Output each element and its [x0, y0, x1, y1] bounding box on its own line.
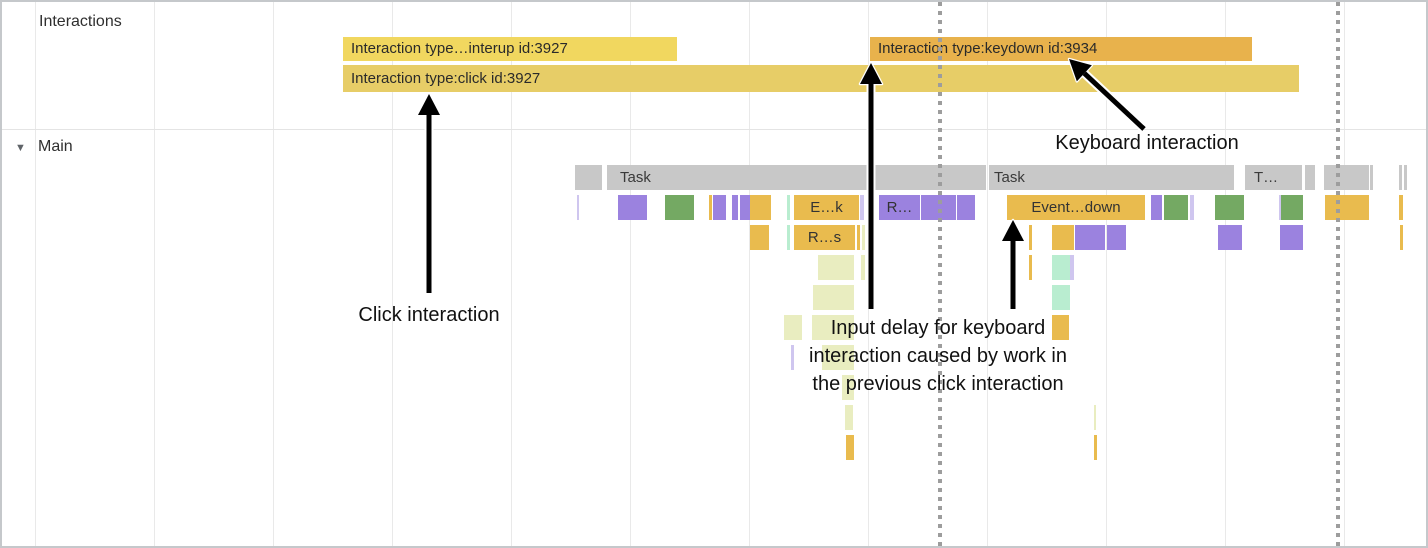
note-input-delay: Input delay for keyboard interaction caus… [809, 314, 1067, 398]
flame-bar[interactable] [1279, 195, 1281, 220]
timeline-gridline [1225, 2, 1226, 546]
flame-bar[interactable] [1215, 195, 1244, 220]
timeline-gridline [630, 2, 631, 546]
flame-bar[interactable] [665, 195, 694, 220]
flame-bar[interactable] [846, 435, 854, 460]
flame-bar[interactable] [1190, 195, 1194, 220]
flame-bar[interactable] [822, 345, 854, 370]
track-separator [2, 129, 1426, 130]
interaction-bar-keydown[interactable]: Interaction type:keydown id:3934 [870, 37, 1252, 61]
note-line: Click interaction [358, 304, 500, 326]
timeline-gridline [749, 2, 750, 546]
timeline-gridline [1344, 2, 1345, 546]
flame-bar[interactable] [1029, 225, 1032, 250]
flame-bar[interactable] [845, 405, 853, 430]
note-click-interaction: Click interaction [358, 301, 499, 329]
flame-bar[interactable] [861, 255, 865, 280]
flame-bar[interactable] [1075, 225, 1105, 250]
task-bar[interactable] [1305, 165, 1315, 190]
flame-bar[interactable]: R…s [794, 225, 855, 250]
flame-bar[interactable] [713, 195, 726, 220]
task-bar[interactable]: Task [607, 165, 986, 190]
flame-bar[interactable]: E…k [794, 195, 859, 220]
main-track-label[interactable]: Main [38, 138, 73, 155]
flame-bar[interactable] [818, 255, 854, 280]
flame-bar[interactable] [577, 195, 579, 220]
timeline-marker-dotted-line [938, 2, 942, 546]
arrow-input-delay-event [1000, 218, 1026, 309]
flame-bar[interactable] [784, 315, 802, 340]
flame-bar[interactable] [1218, 225, 1242, 250]
flame-bar[interactable] [1151, 195, 1162, 220]
timeline-gridline [273, 2, 274, 546]
flame-bar[interactable] [1107, 225, 1126, 250]
flame-bar[interactable] [1281, 195, 1303, 220]
flame-bar[interactable] [1164, 195, 1188, 220]
timeline-marker-dotted-line [1336, 2, 1340, 546]
flame-bar[interactable] [957, 195, 975, 220]
task-bar[interactable] [1324, 165, 1369, 190]
flame-bar[interactable] [1052, 315, 1069, 340]
note-line: Input delay for keyboard [830, 317, 1046, 339]
timeline-gridline [392, 2, 393, 546]
flame-bar[interactable] [1052, 285, 1070, 310]
flame-bar[interactable] [813, 285, 854, 310]
task-bar[interactable]: T… [1245, 165, 1302, 190]
flame-bar[interactable] [1325, 195, 1369, 220]
collapse-triangle-icon[interactable]: ▼ [15, 142, 26, 154]
note-line: Keyboard interaction [1055, 132, 1239, 154]
flame-bar[interactable] [750, 195, 771, 220]
flame-bar[interactable]: Event…down [1007, 195, 1145, 220]
flame-bar[interactable]: R… [879, 195, 920, 220]
timeline-gridline [511, 2, 512, 546]
task-bar[interactable]: Task [989, 165, 1234, 190]
flame-bar[interactable] [740, 195, 750, 220]
interaction-bar-click[interactable]: Interaction type:click id:3927 [343, 65, 1299, 92]
flame-bar[interactable] [1400, 225, 1403, 250]
flame-bar[interactable] [1094, 405, 1096, 430]
flame-bar[interactable] [1052, 255, 1070, 280]
flame-bar[interactable] [787, 195, 790, 220]
arrow-click-interaction [416, 92, 442, 293]
task-bar[interactable] [1370, 165, 1373, 190]
flame-bar[interactable] [618, 195, 647, 220]
timeline-gridline [987, 2, 988, 546]
task-bar[interactable] [1399, 165, 1402, 190]
flame-bar[interactable] [1094, 435, 1097, 460]
note-keyboard-interaction: Keyboard interaction [1055, 129, 1238, 157]
flame-bar[interactable] [1070, 255, 1074, 280]
note-line: the previous click interaction [812, 373, 1064, 395]
flame-bar[interactable] [1280, 225, 1303, 250]
flame-bar[interactable] [860, 195, 864, 220]
flame-bar[interactable] [791, 345, 794, 370]
flame-bar[interactable] [842, 375, 854, 400]
flame-bar[interactable] [862, 225, 865, 250]
flame-bar[interactable] [750, 225, 769, 250]
flame-bar[interactable] [1029, 255, 1032, 280]
flame-bar[interactable] [1399, 195, 1403, 220]
task-bar[interactable] [1404, 165, 1407, 190]
timeline-gridline [1106, 2, 1107, 546]
flame-bar[interactable] [732, 195, 738, 220]
task-bar[interactable] [575, 165, 602, 190]
flame-bar[interactable] [787, 225, 790, 250]
flame-bar[interactable] [1052, 225, 1074, 250]
interaction-bar-pointerup[interactable]: Interaction type…interup id:3927 [343, 37, 677, 61]
timeline-gridline [154, 2, 155, 546]
note-line: interaction caused by work in [809, 345, 1067, 367]
flame-bar[interactable] [709, 195, 712, 220]
interactions-track-label: Interactions [39, 13, 122, 30]
flame-bar[interactable] [857, 225, 860, 250]
flame-bar[interactable] [812, 315, 854, 340]
timeline-gridline [35, 2, 36, 546]
